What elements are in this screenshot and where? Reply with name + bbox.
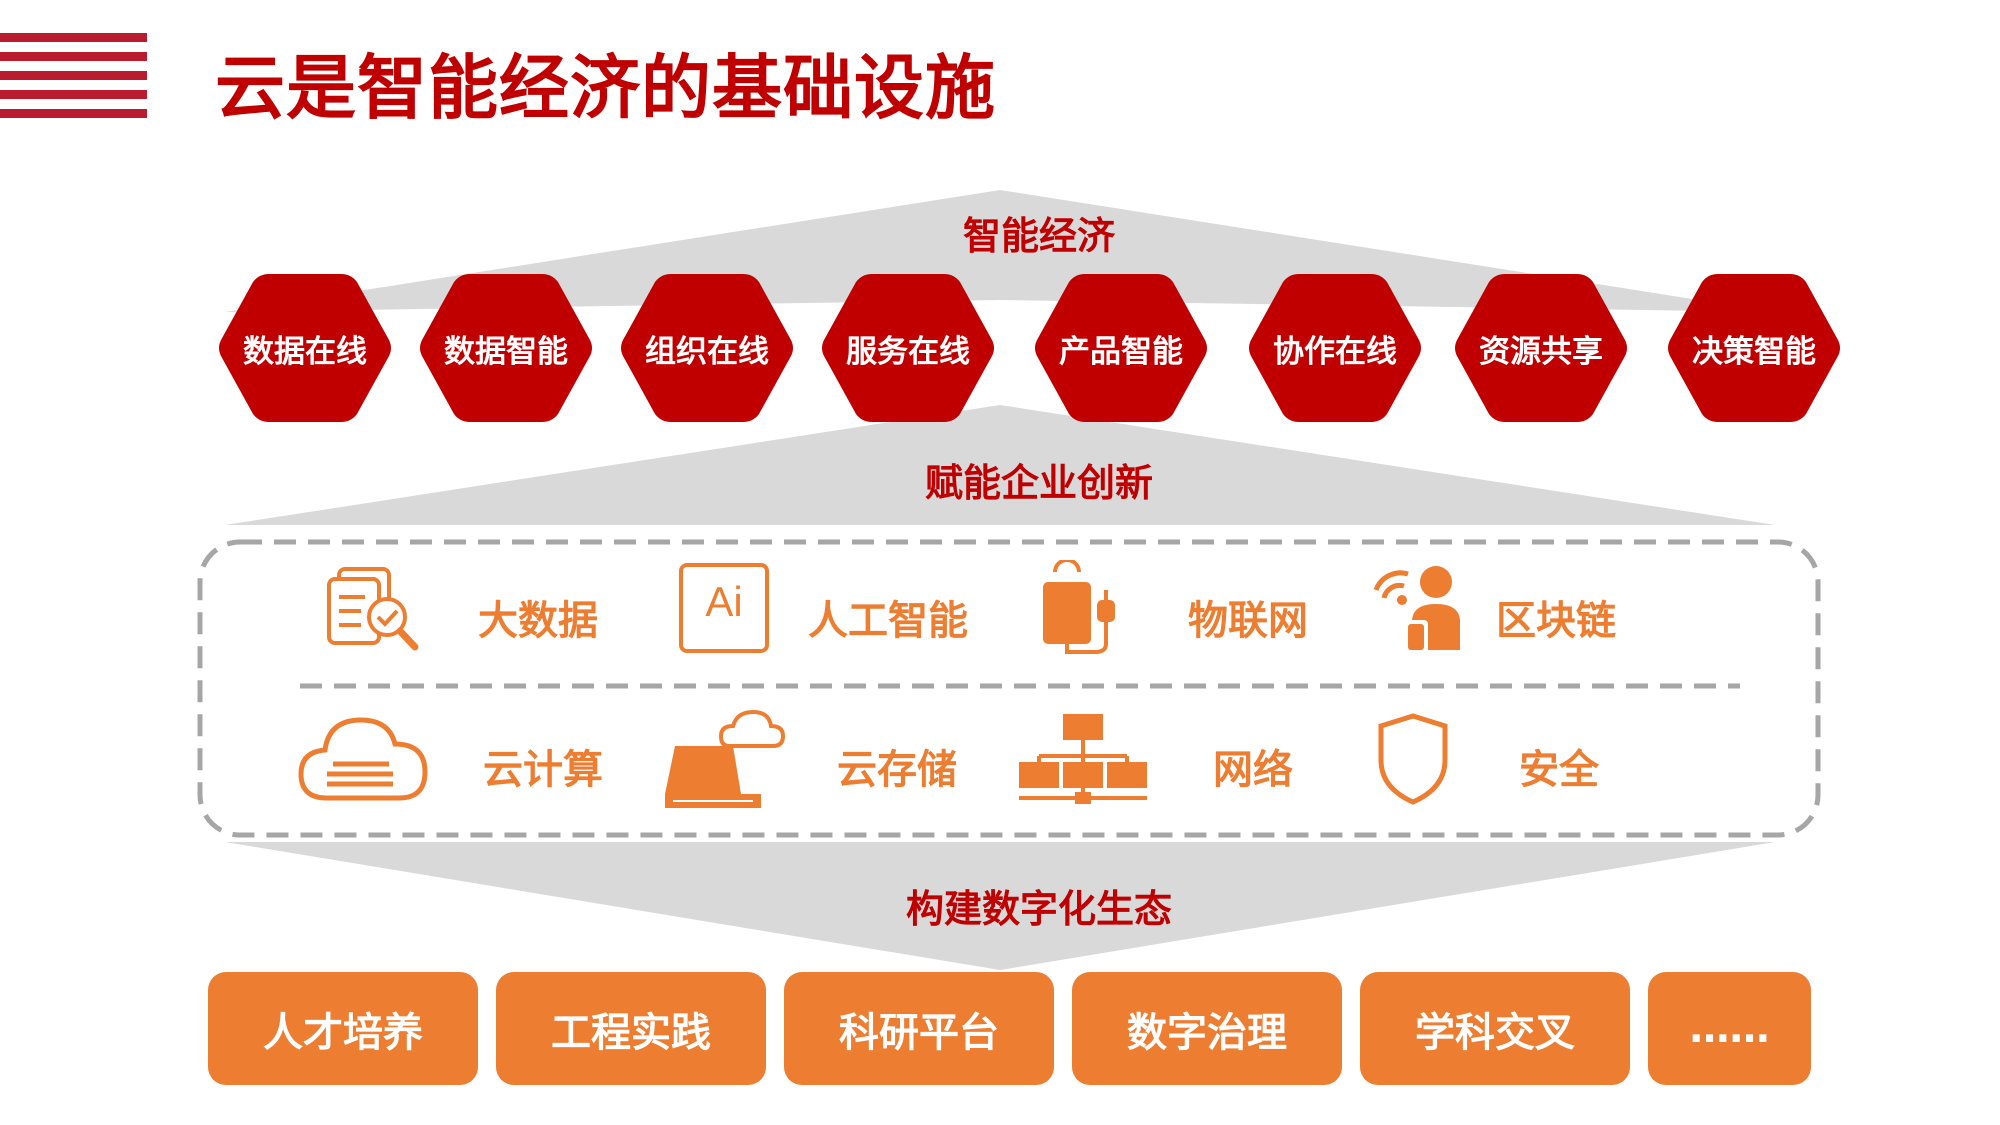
network-icon <box>1017 712 1149 812</box>
hexagon-shape <box>1035 274 1207 422</box>
ecosystem-talent-training: 人才培养 <box>208 972 478 1085</box>
hexagon-label: 资源共享 <box>1479 333 1603 370</box>
capability-cloud-storage: 云存储 <box>837 747 957 793</box>
band-label-enterprise-innovation: 赋能企业创新 <box>924 461 1153 505</box>
capability-blockchain: 区块链 <box>1496 598 1616 644</box>
hexagon-label: 决策智能 <box>1692 333 1816 370</box>
capability-ai: 人工智能 <box>808 598 968 644</box>
document-search-icon <box>325 565 425 659</box>
hexagon-item: 数据在线 <box>217 270 393 426</box>
hexagon-shape <box>1249 274 1421 422</box>
hexagon-shape <box>621 274 793 422</box>
capability-network: 网络 <box>1213 747 1293 793</box>
page-title: 云是智能经济的基础设施 <box>215 47 996 129</box>
hexagon-label: 数据智能 <box>444 333 568 370</box>
cloud-icon <box>297 712 429 808</box>
hexagon-item: 决策智能 <box>1666 270 1842 426</box>
capability-iot: 物联网 <box>1188 598 1308 644</box>
ecosystem-more: …… <box>1648 972 1811 1085</box>
header-stripe <box>0 109 147 118</box>
hexagon-item: 产品智能 <box>1033 270 1209 426</box>
hexagon-shape <box>822 274 994 422</box>
hexagon-label: 产品智能 <box>1059 333 1183 370</box>
capability-security: 安全 <box>1519 747 1599 793</box>
shield-icon <box>1377 712 1449 810</box>
band-label-smart-economy: 智能经济 <box>962 214 1115 258</box>
hexagon-shape <box>1668 274 1840 422</box>
header-stripe <box>0 33 147 42</box>
hexagon-label: 服务在线 <box>846 333 970 370</box>
bottom-band <box>225 842 1775 970</box>
hexagon-item: 服务在线 <box>820 270 996 426</box>
ai-icon: Ai <box>678 562 770 658</box>
capability-cloud-computing: 云计算 <box>483 747 603 793</box>
header-stripe <box>0 90 147 99</box>
blockchain-person-icon <box>1368 560 1468 664</box>
ai-icon-text: Ai <box>705 578 743 625</box>
hexagon-shape <box>420 274 592 422</box>
top-band <box>225 190 1775 312</box>
band-label-digital-ecosystem: 构建数字化生态 <box>905 887 1172 931</box>
iot-device-icon <box>1035 558 1135 664</box>
hexagon-label: 数据在线 <box>243 333 367 370</box>
hexagon-item: 资源共享 <box>1453 270 1629 426</box>
hexagon-label: 协作在线 <box>1273 333 1397 370</box>
hexagon-item: 组织在线 <box>619 270 795 426</box>
ecosystem-research-platform: 科研平台 <box>784 972 1054 1085</box>
ecosystem-digital-governance: 数字治理 <box>1072 972 1342 1085</box>
hexagon-shape <box>1455 274 1627 422</box>
hexagon-label: 组织在线 <box>645 333 769 370</box>
middle-band <box>225 405 1775 525</box>
header-stripe <box>0 71 147 80</box>
hexagon-item: 数据智能 <box>418 270 594 426</box>
header-stripe <box>0 52 147 61</box>
hexagon-shape <box>219 274 391 422</box>
cloud-storage-icon <box>663 709 786 814</box>
ecosystem-engineering-practice: 工程实践 <box>496 972 766 1085</box>
ecosystem-interdisciplinary: 学科交叉 <box>1360 972 1630 1085</box>
capability-big-data: 大数据 <box>478 598 598 644</box>
hexagon-item: 协作在线 <box>1247 270 1423 426</box>
